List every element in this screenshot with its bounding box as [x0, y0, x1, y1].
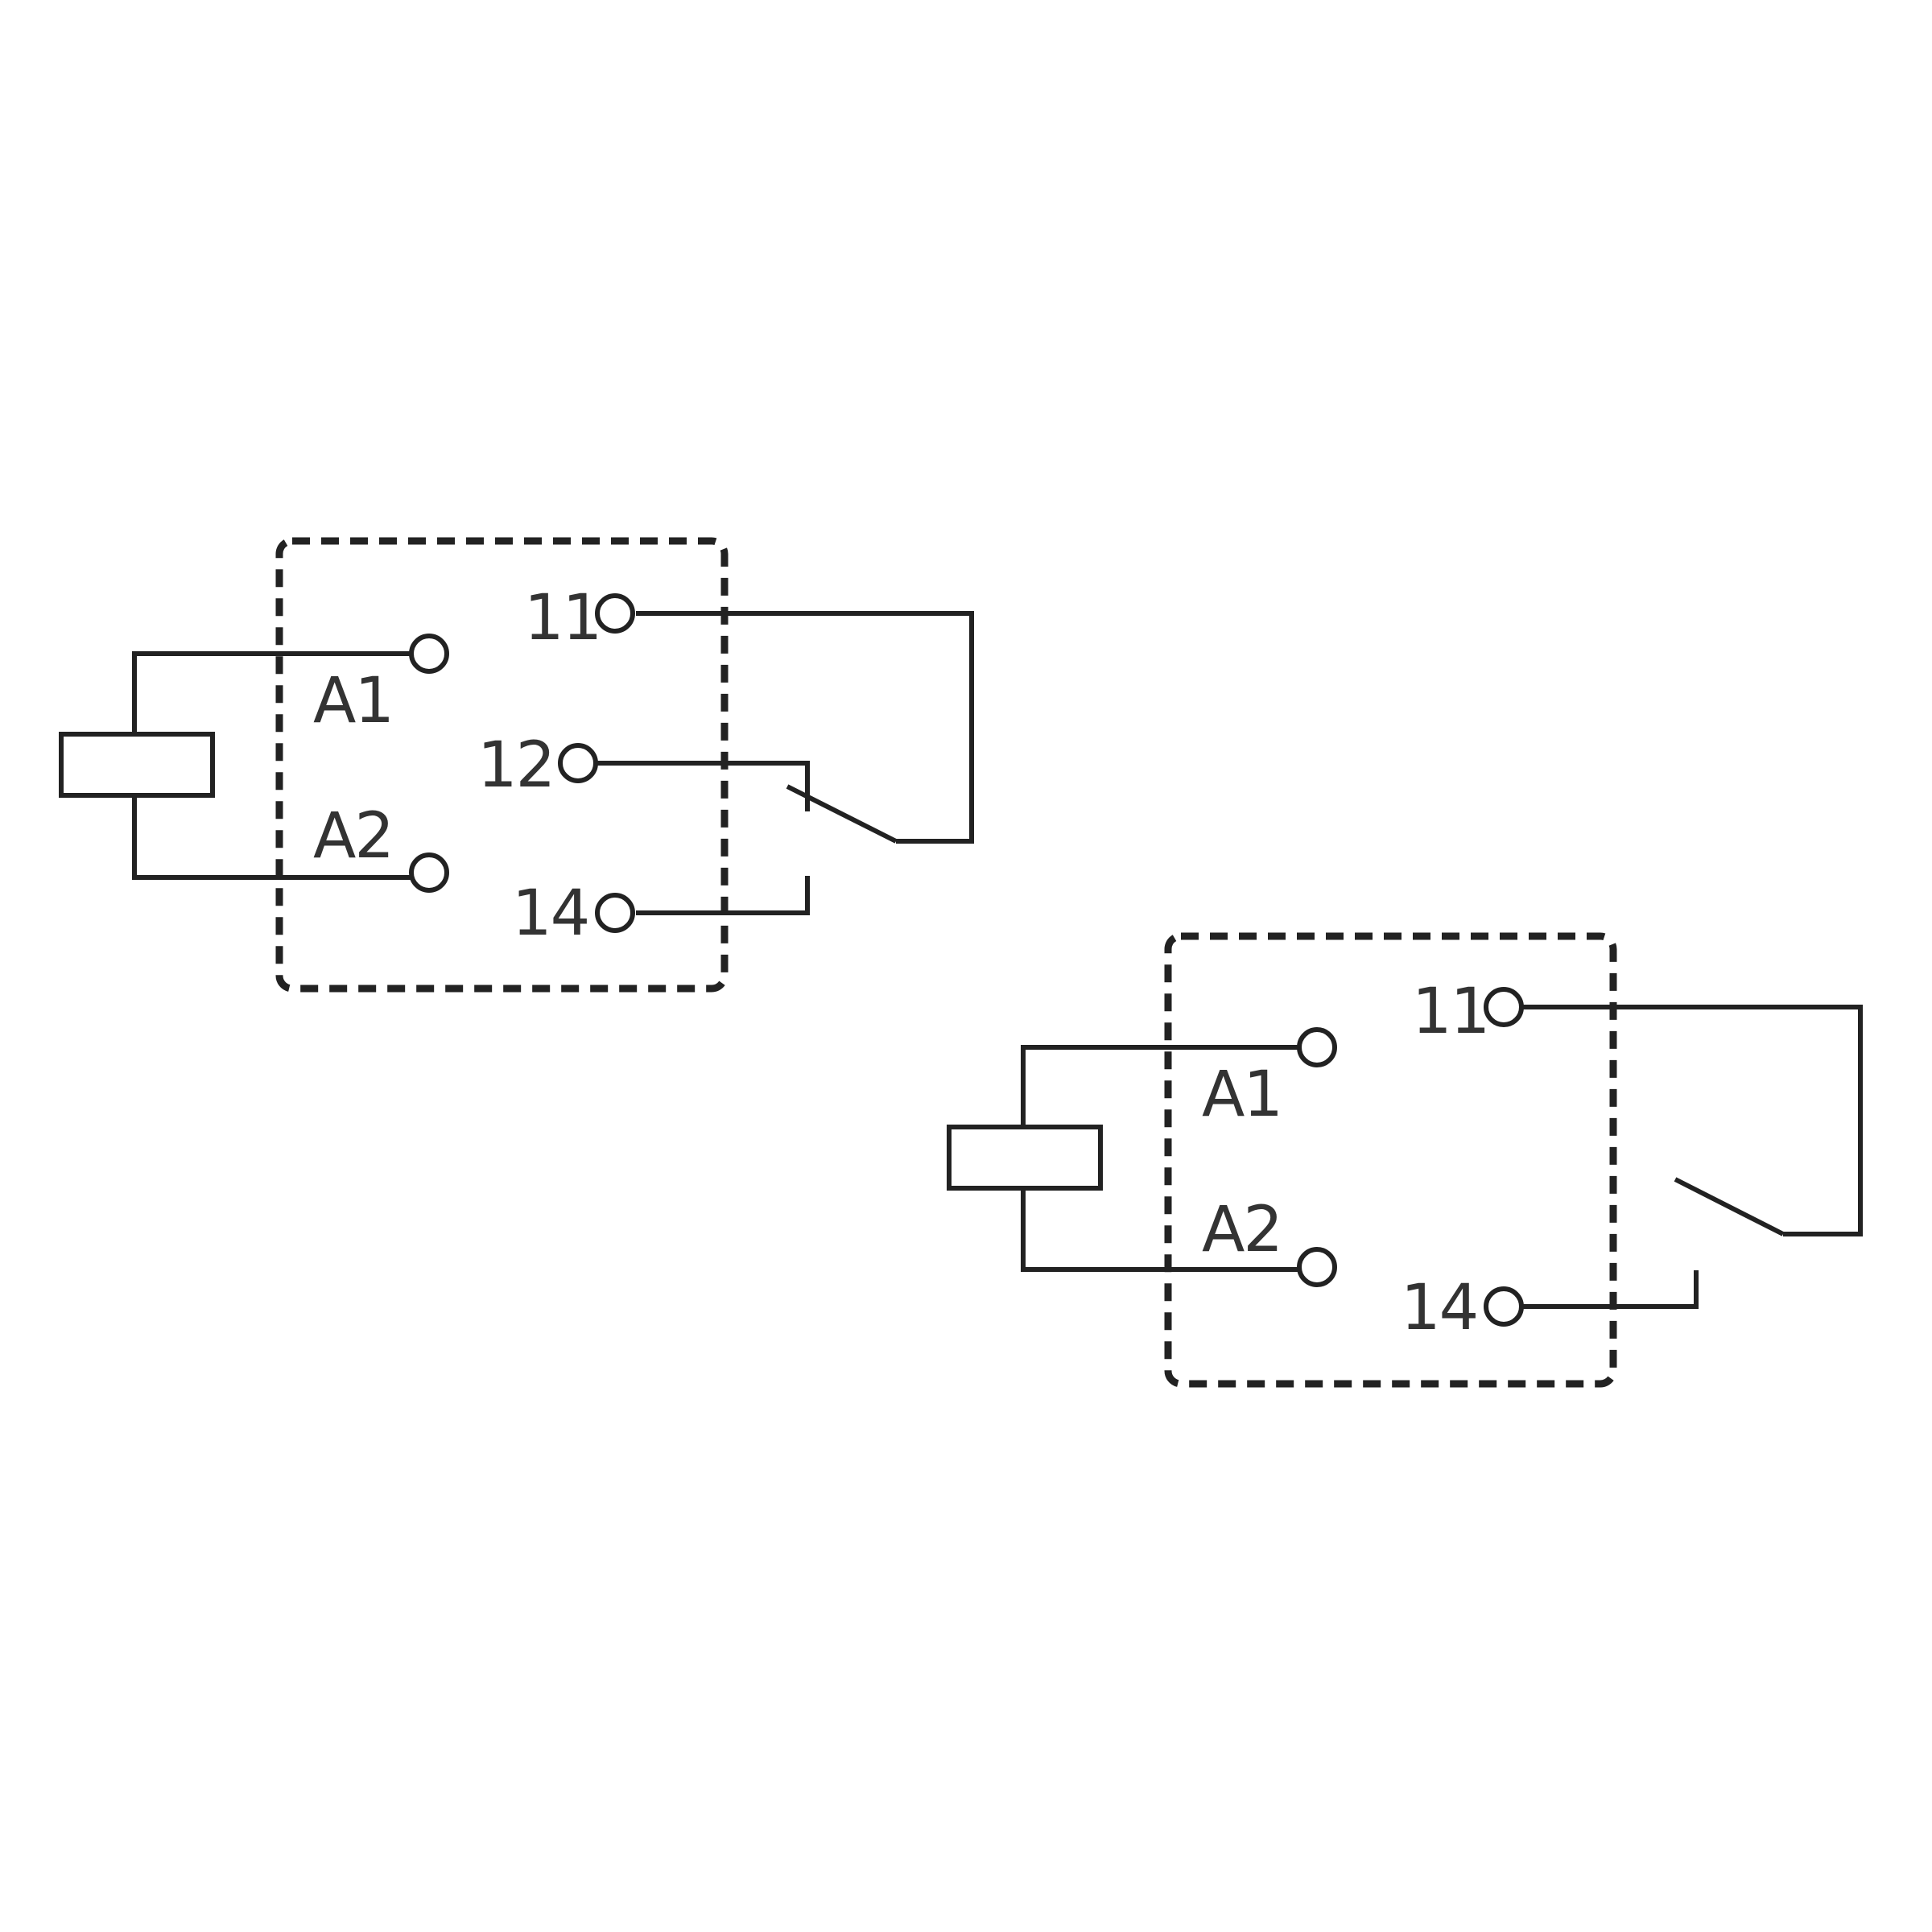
- relay-2-terminal-14: [1484, 1286, 1524, 1327]
- relay-1-label-11: 11: [524, 582, 601, 654]
- relay-2-terminal-11: [1484, 987, 1524, 1027]
- relay-1-coil-wire-a1: [132, 651, 431, 734]
- relay-2: A1 A2 11 14: [947, 932, 1863, 1388]
- relay-2-terminal-a1: [1297, 1027, 1337, 1067]
- relay-2-label-a1: A1: [1202, 1059, 1282, 1131]
- relay-2-label-11: 11: [1412, 976, 1488, 1048]
- relay-1-terminal-11: [595, 593, 635, 634]
- relay-1-terminal-12: [558, 743, 598, 783]
- relay-1-coil-wire-a2: [132, 795, 431, 880]
- relay-2-label-14: 14: [1401, 1272, 1477, 1344]
- relay-2-terminal-a2: [1297, 1247, 1337, 1287]
- relay-1-terminal-a2: [409, 852, 449, 893]
- relay-1-terminal-a1: [409, 634, 449, 674]
- relay-1-wire-14: [636, 876, 810, 915]
- relay-1-switch-blade: [786, 784, 898, 844]
- relay-2-wire-14: [1523, 1270, 1699, 1309]
- relay-2-housing: [1164, 932, 1617, 1388]
- relay-2-label-a2: A2: [1202, 1194, 1282, 1266]
- relay-1-label-14: 14: [512, 877, 588, 950]
- relay-1-coil: [59, 732, 215, 798]
- relay-1-wire-11: [636, 611, 974, 844]
- relay-1-terminal-14: [595, 893, 635, 933]
- relay-2-wire-11: [1523, 1005, 1863, 1236]
- relay-2-coil: [947, 1125, 1103, 1191]
- relay-2-coil-wire-a2: [1021, 1188, 1319, 1272]
- relay-1: A1 A2 11 12 14: [59, 537, 974, 993]
- relay-1-label-12: 12: [477, 729, 554, 802]
- relay-2-coil-wire-a1: [1021, 1045, 1319, 1127]
- relay-2-switch-blade: [1674, 1177, 1785, 1236]
- relay-1-housing: [275, 537, 729, 993]
- relay-1-wire-12: [597, 761, 810, 811]
- relay-1-label-a2: A2: [313, 800, 393, 873]
- relay-1-label-a1: A1: [313, 665, 393, 737]
